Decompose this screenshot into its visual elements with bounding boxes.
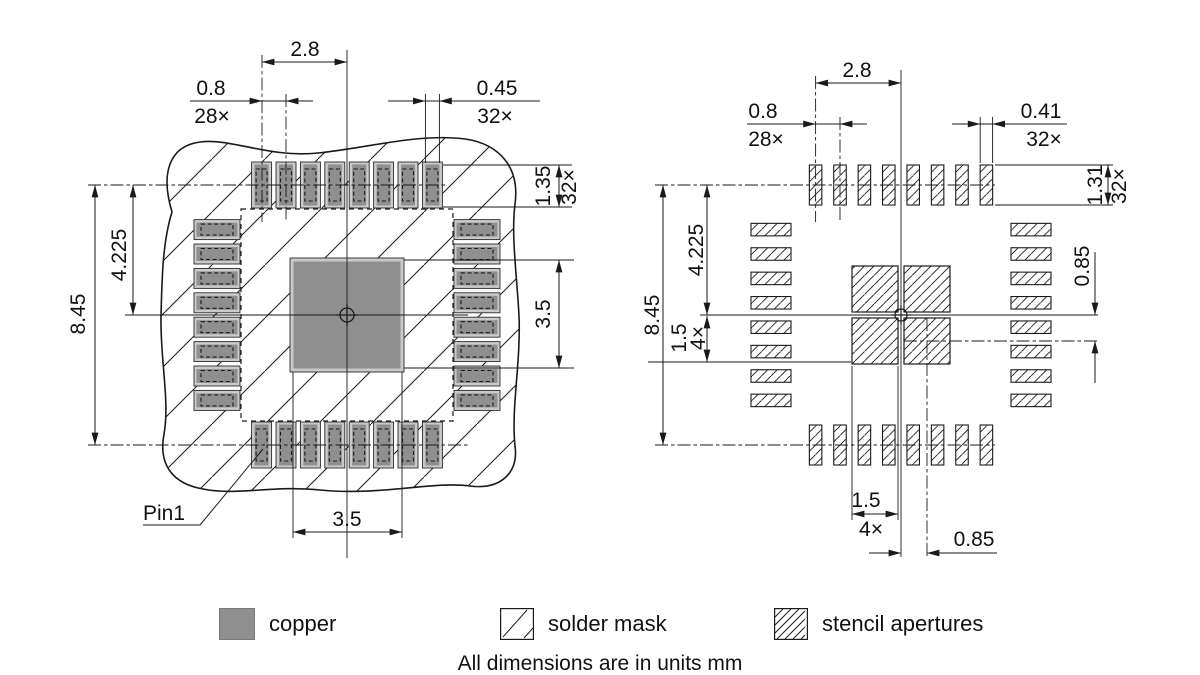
legend-item-stencil: stencil apertures — [774, 608, 983, 640]
dim-label-pad-length-qty: 32× — [558, 169, 581, 205]
stencil-apertures-swatch — [774, 608, 808, 640]
left-diagram: 2.8 0.8 28× 0.45 32× 1.35 32× 3.5 4.225 … — [67, 38, 581, 558]
dim-label-pitch-qty-r: 28× — [748, 128, 784, 151]
legend-label-solder-mask: solder mask — [548, 611, 667, 636]
legend-label-stencil: stencil apertures — [822, 611, 984, 636]
dim-label-aperture-width: 0.41 — [1021, 100, 1062, 123]
dim-label-pad-row-span: 2.8 — [290, 38, 319, 61]
dim-label-pad-length: 1.35 — [532, 166, 555, 207]
units-note: All dimensions are in units mm — [457, 652, 743, 675]
dim-label-thermal-height: 3.5 — [532, 299, 555, 328]
dim-label-pitch-r: 0.8 — [748, 100, 777, 123]
dim-label-row-offset: 4.225 — [108, 229, 131, 282]
pin1-label: Pin1 — [143, 502, 185, 525]
legend-item-copper: copper — [219, 608, 336, 640]
solder-mask-swatch — [500, 608, 534, 640]
dim-label-thermal-qty-bottom: 4× — [859, 518, 883, 541]
right-diagram: 2.8 0.8 28× 0.41 32× 1.31 32× 4.225 8.45… — [641, 59, 1131, 557]
dim-label-overall: 8.45 — [67, 294, 90, 335]
center-mark-right — [891, 305, 911, 325]
dim-label-row-offset-r: 4.225 — [685, 224, 708, 277]
dim-label-thermal-size-left: 1.5 — [668, 323, 691, 352]
dimension-lines-left — [91, 58, 563, 536]
extension-lines-left — [88, 50, 574, 558]
dim-label-pitch-qty: 28× — [194, 105, 230, 128]
dim-label-overall-r: 8.45 — [641, 295, 664, 336]
dim-label-aperture-length: 1.31 — [1084, 165, 1107, 206]
dim-label-pad-width-qty: 32× — [477, 105, 513, 128]
dim-label-aperture-length-qty: 32× — [1108, 168, 1131, 204]
dim-label-aperture-width-qty: 32× — [1026, 128, 1062, 151]
dim-label-pad-row-span-r: 2.8 — [842, 59, 871, 82]
center-mark — [336, 304, 358, 326]
dim-label-thermal-qty-left: 4× — [687, 326, 710, 350]
legend-label-copper: copper — [269, 611, 337, 636]
dim-label-thermal-width: 3.5 — [332, 508, 361, 531]
dim-label-thermal-offset-bottom: 0.85 — [954, 528, 995, 551]
dim-label-thermal-offset-right: 0.85 — [1071, 246, 1094, 287]
dim-label-pitch: 0.8 — [196, 77, 225, 100]
dimension-lines-right — [659, 79, 1112, 557]
copper-swatch — [219, 608, 255, 640]
dim-label-thermal-size-bottom: 1.5 — [851, 489, 880, 512]
dim-label-pad-width: 0.45 — [477, 77, 518, 100]
legend-item-solder-mask: solder mask — [500, 608, 667, 640]
